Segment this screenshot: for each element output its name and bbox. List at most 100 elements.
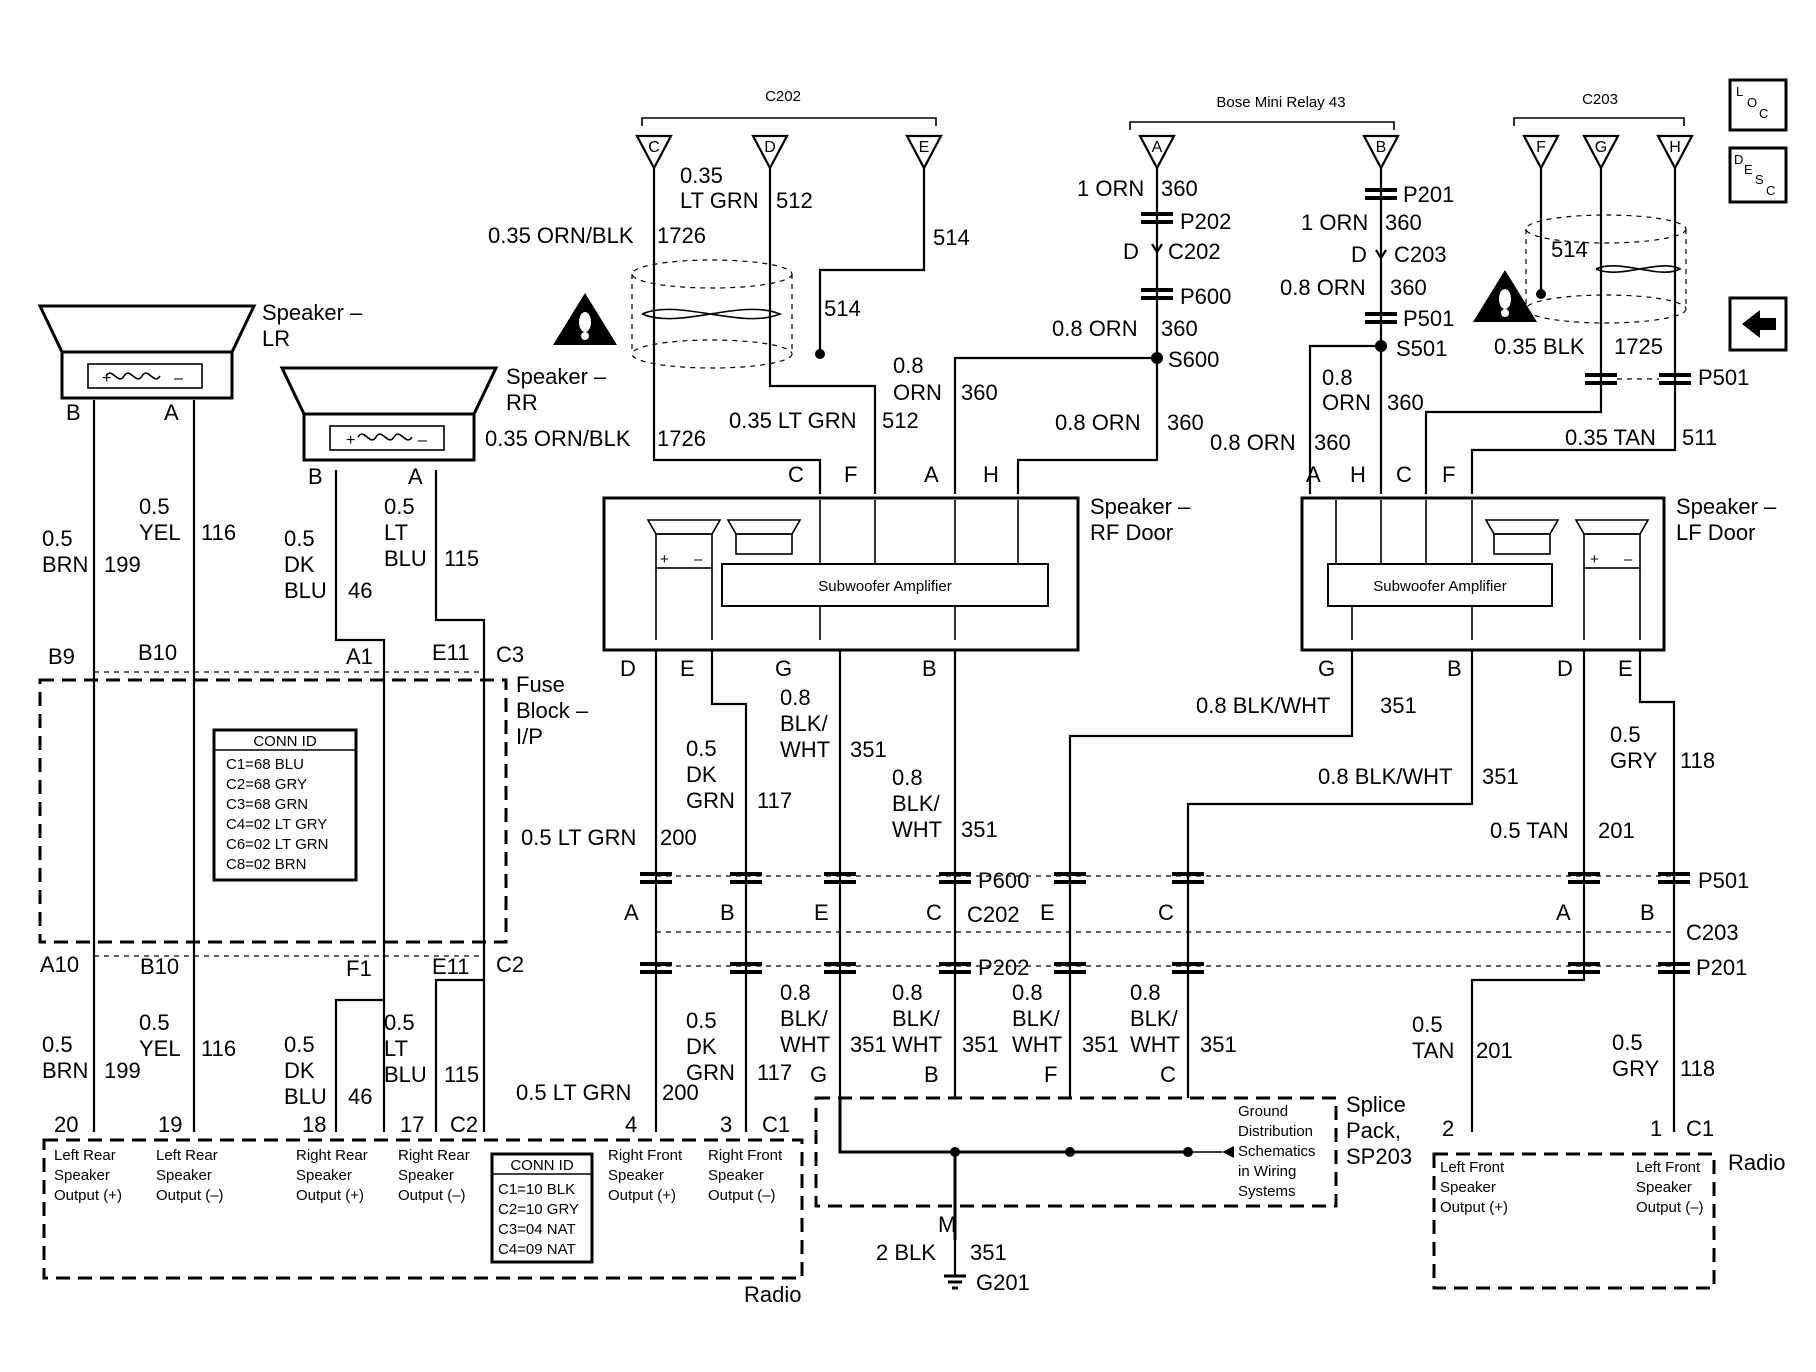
pin-label: B10	[138, 640, 177, 665]
fuse-block-title-line1: Fuse	[516, 672, 565, 697]
radio-output-line: Output (+)	[608, 1187, 676, 1204]
c203-pin-g: G	[1595, 139, 1607, 156]
wire-label: 0.5	[384, 1010, 415, 1035]
svg-text:–: –	[1624, 551, 1633, 568]
speaker-rr-name: Speaker –	[506, 364, 607, 389]
lf-amp-label: Subwoofer Amplifier	[1373, 578, 1506, 595]
wire-label: LT	[384, 520, 408, 545]
radio-front: Radio Left Front Speaker Output (+) Left…	[1432, 1150, 1785, 1290]
wire-label: BRN	[42, 1058, 88, 1083]
pin-label: F	[1442, 462, 1455, 487]
radio-output-line: Speaker	[608, 1167, 664, 1184]
pin-label: E	[1618, 656, 1633, 681]
wire-label: BLK/	[1130, 1006, 1179, 1031]
radio-output-line: Left Front	[1440, 1159, 1505, 1176]
wire-label: 0.8 ORN	[1280, 275, 1366, 300]
fuse-block-ip: Fuse Block – I/P CONN ID C1=68 BLU C2=68…	[38, 672, 589, 944]
wire-label: 0.5	[1610, 722, 1641, 747]
wire-label: 201	[1598, 818, 1635, 843]
bose-pin-b: B	[1376, 139, 1387, 156]
bose-relay-title: Bose Mini Relay 43	[1216, 94, 1345, 111]
pin-label: E11	[432, 640, 470, 665]
pin-label: B	[1447, 656, 1462, 681]
wire-label: BLU	[284, 1084, 327, 1109]
splice-note-line: Schematics	[1238, 1143, 1316, 1160]
radio-output-line: Right Front	[708, 1147, 783, 1164]
radio-output-line: Left Rear	[156, 1147, 218, 1164]
wire-label: 1 ORN	[1077, 176, 1144, 201]
pin-label: B10	[140, 954, 179, 979]
wire-label: 0.5	[42, 1032, 73, 1057]
radio-output-line: Left Rear	[54, 1147, 116, 1164]
pin-label: C	[788, 462, 804, 487]
wire-label: 351	[1200, 1032, 1237, 1057]
wire-label: BLU	[384, 1062, 427, 1087]
pin-label: G	[775, 656, 792, 681]
ground-icon	[944, 1274, 966, 1290]
radio-front-title: Radio	[1728, 1150, 1785, 1175]
radio-output-line: Speaker	[156, 1167, 212, 1184]
ground-wire: 2 BLK	[876, 1240, 936, 1265]
bose-pin-a: A	[1152, 139, 1163, 156]
speaker-rr: +– Speaker – RR	[279, 364, 607, 462]
middle-wiring	[640, 650, 1690, 1132]
radio-output-line: Output (–)	[398, 1187, 466, 1204]
splice-title-line2: Pack,	[1346, 1118, 1401, 1143]
radio-output-line: Output (+)	[1440, 1199, 1508, 1216]
c202-pin-d: D	[764, 139, 776, 156]
wire-label: YEL	[139, 1036, 181, 1061]
splice-title-line1: Splice	[1346, 1092, 1406, 1117]
inline-connector	[1141, 212, 1173, 224]
arrow-left-icon	[1742, 310, 1776, 338]
wire-label: 0.8 BLK/WHT	[1318, 764, 1452, 789]
wire-label: P501	[1698, 868, 1749, 893]
wire-label: 0.35 ORN/BLK	[485, 426, 631, 451]
wire-label: 360	[1161, 176, 1198, 201]
fuse-conn-row: C4=02 LT GRY	[226, 816, 327, 833]
wire-label: LT	[384, 1036, 408, 1061]
radio-output-line: Speaker	[296, 1167, 352, 1184]
inline-connector	[1585, 373, 1617, 385]
inline-connector	[1365, 312, 1397, 324]
pin-label: 1	[1650, 1116, 1662, 1141]
wire-label: 351	[850, 737, 887, 762]
loc-button[interactable]: LOC	[1728, 78, 1788, 132]
wire-label: C203	[1686, 920, 1739, 945]
back-button[interactable]	[1728, 296, 1788, 352]
c202-connector-header: C202 C D E	[635, 88, 943, 171]
wire-label: 351	[1380, 693, 1417, 718]
wire-label: 1725	[1614, 334, 1663, 359]
wire-label: 351	[961, 817, 998, 842]
c203-pin-h: H	[1669, 139, 1681, 156]
wire-label: P202	[978, 955, 1029, 980]
ground-pin: M	[938, 1212, 956, 1237]
pin-label: 20	[54, 1112, 78, 1137]
speaker-lf-door: +– Subwoofer Amplifier Speaker – LF Door	[1300, 494, 1777, 652]
wire-label: 0.5	[384, 494, 415, 519]
svg-text:O: O	[1747, 95, 1757, 110]
radio-output-line: Speaker	[1440, 1179, 1496, 1196]
fuse-conn-row: C8=02 BRN	[226, 856, 306, 873]
wire-label: 511	[1682, 425, 1717, 450]
wire-label: DK	[284, 552, 315, 577]
wire-label: P501	[1403, 306, 1454, 331]
wire-label: 0.5	[284, 1032, 315, 1057]
pin-label: 2	[1442, 1116, 1454, 1141]
svg-text:S: S	[1755, 172, 1764, 187]
wire-label: 0.5 LT GRN	[521, 825, 636, 850]
wire-label: 117	[757, 788, 792, 813]
wire-label: D	[1123, 239, 1139, 264]
wire-label: 360	[1314, 430, 1351, 455]
c203-connector-header: C203 F G H	[1513, 91, 1694, 171]
wire-label: 0.35 TAN	[1565, 425, 1656, 450]
pin-label: H	[983, 462, 999, 487]
wire-label: P600	[978, 868, 1029, 893]
radio-conn-row: C4=09 NAT	[498, 1241, 576, 1258]
wire-label: 0.8 ORN	[1052, 316, 1138, 341]
pin-label: D	[1557, 656, 1573, 681]
wire-label: BLK/	[892, 791, 941, 816]
c203-pin-f: F	[1536, 139, 1546, 156]
